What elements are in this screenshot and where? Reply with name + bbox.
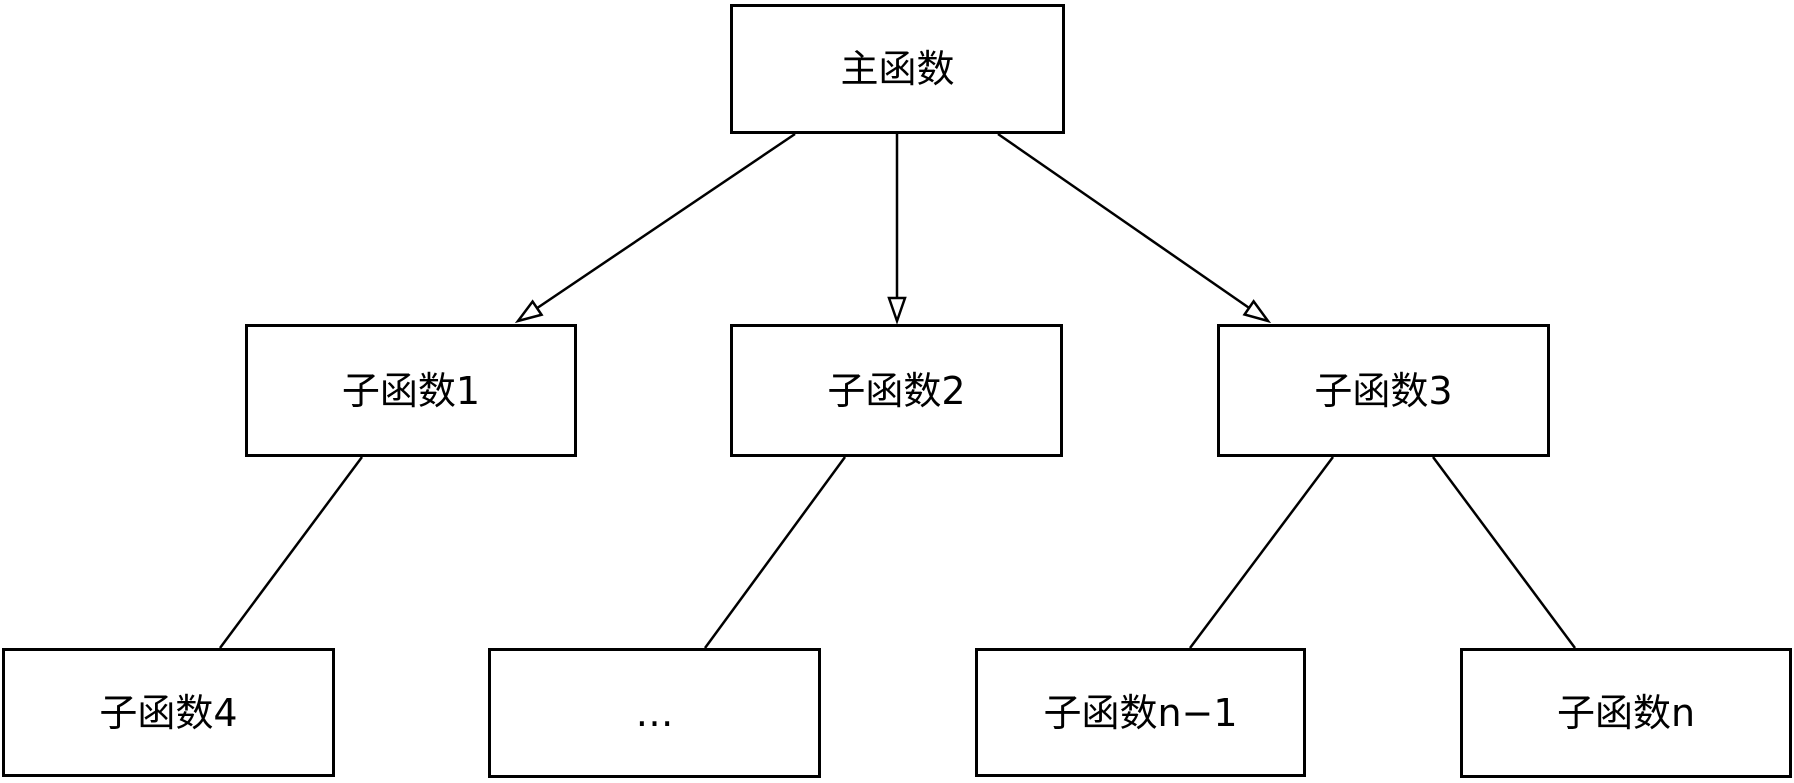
edge-sub1-to-sub4 xyxy=(218,456,364,649)
node-ellipsis-label: … xyxy=(635,691,674,735)
node-main-function-label: 主函数 xyxy=(840,47,955,91)
node-sub-function-n: 子函数n xyxy=(1460,648,1792,778)
node-sub-function-2-label: 子函数2 xyxy=(827,368,966,413)
node-sub-function-n-minus-1: 子函数n−1 xyxy=(975,648,1306,777)
node-sub-function-3-label: 子函数3 xyxy=(1314,368,1453,413)
node-sub-function-1: 子函数1 xyxy=(245,324,577,457)
node-main-function: 主函数 xyxy=(730,4,1065,134)
node-sub-function-1-label: 子函数1 xyxy=(341,368,481,413)
edge-sub3-to-subn xyxy=(1431,456,1577,649)
edge-main-to-sub3 xyxy=(997,132,1272,324)
node-ellipsis: … xyxy=(488,648,821,778)
node-sub-function-4: 子函数4 xyxy=(2,648,335,777)
edge-main-to-sub1 xyxy=(514,132,796,324)
node-sub-function-4-label: 子函数4 xyxy=(99,690,238,735)
node-sub-function-3: 子函数3 xyxy=(1217,324,1550,457)
node-sub-function-n-minus-1-label: 子函数n−1 xyxy=(1043,690,1238,735)
edge-sub2-to-ellipsis xyxy=(703,456,847,649)
edge-sub3-to-subn1 xyxy=(1188,456,1335,649)
node-sub-function-n-label: 子函数n xyxy=(1556,691,1696,735)
node-sub-function-2: 子函数2 xyxy=(730,324,1063,457)
